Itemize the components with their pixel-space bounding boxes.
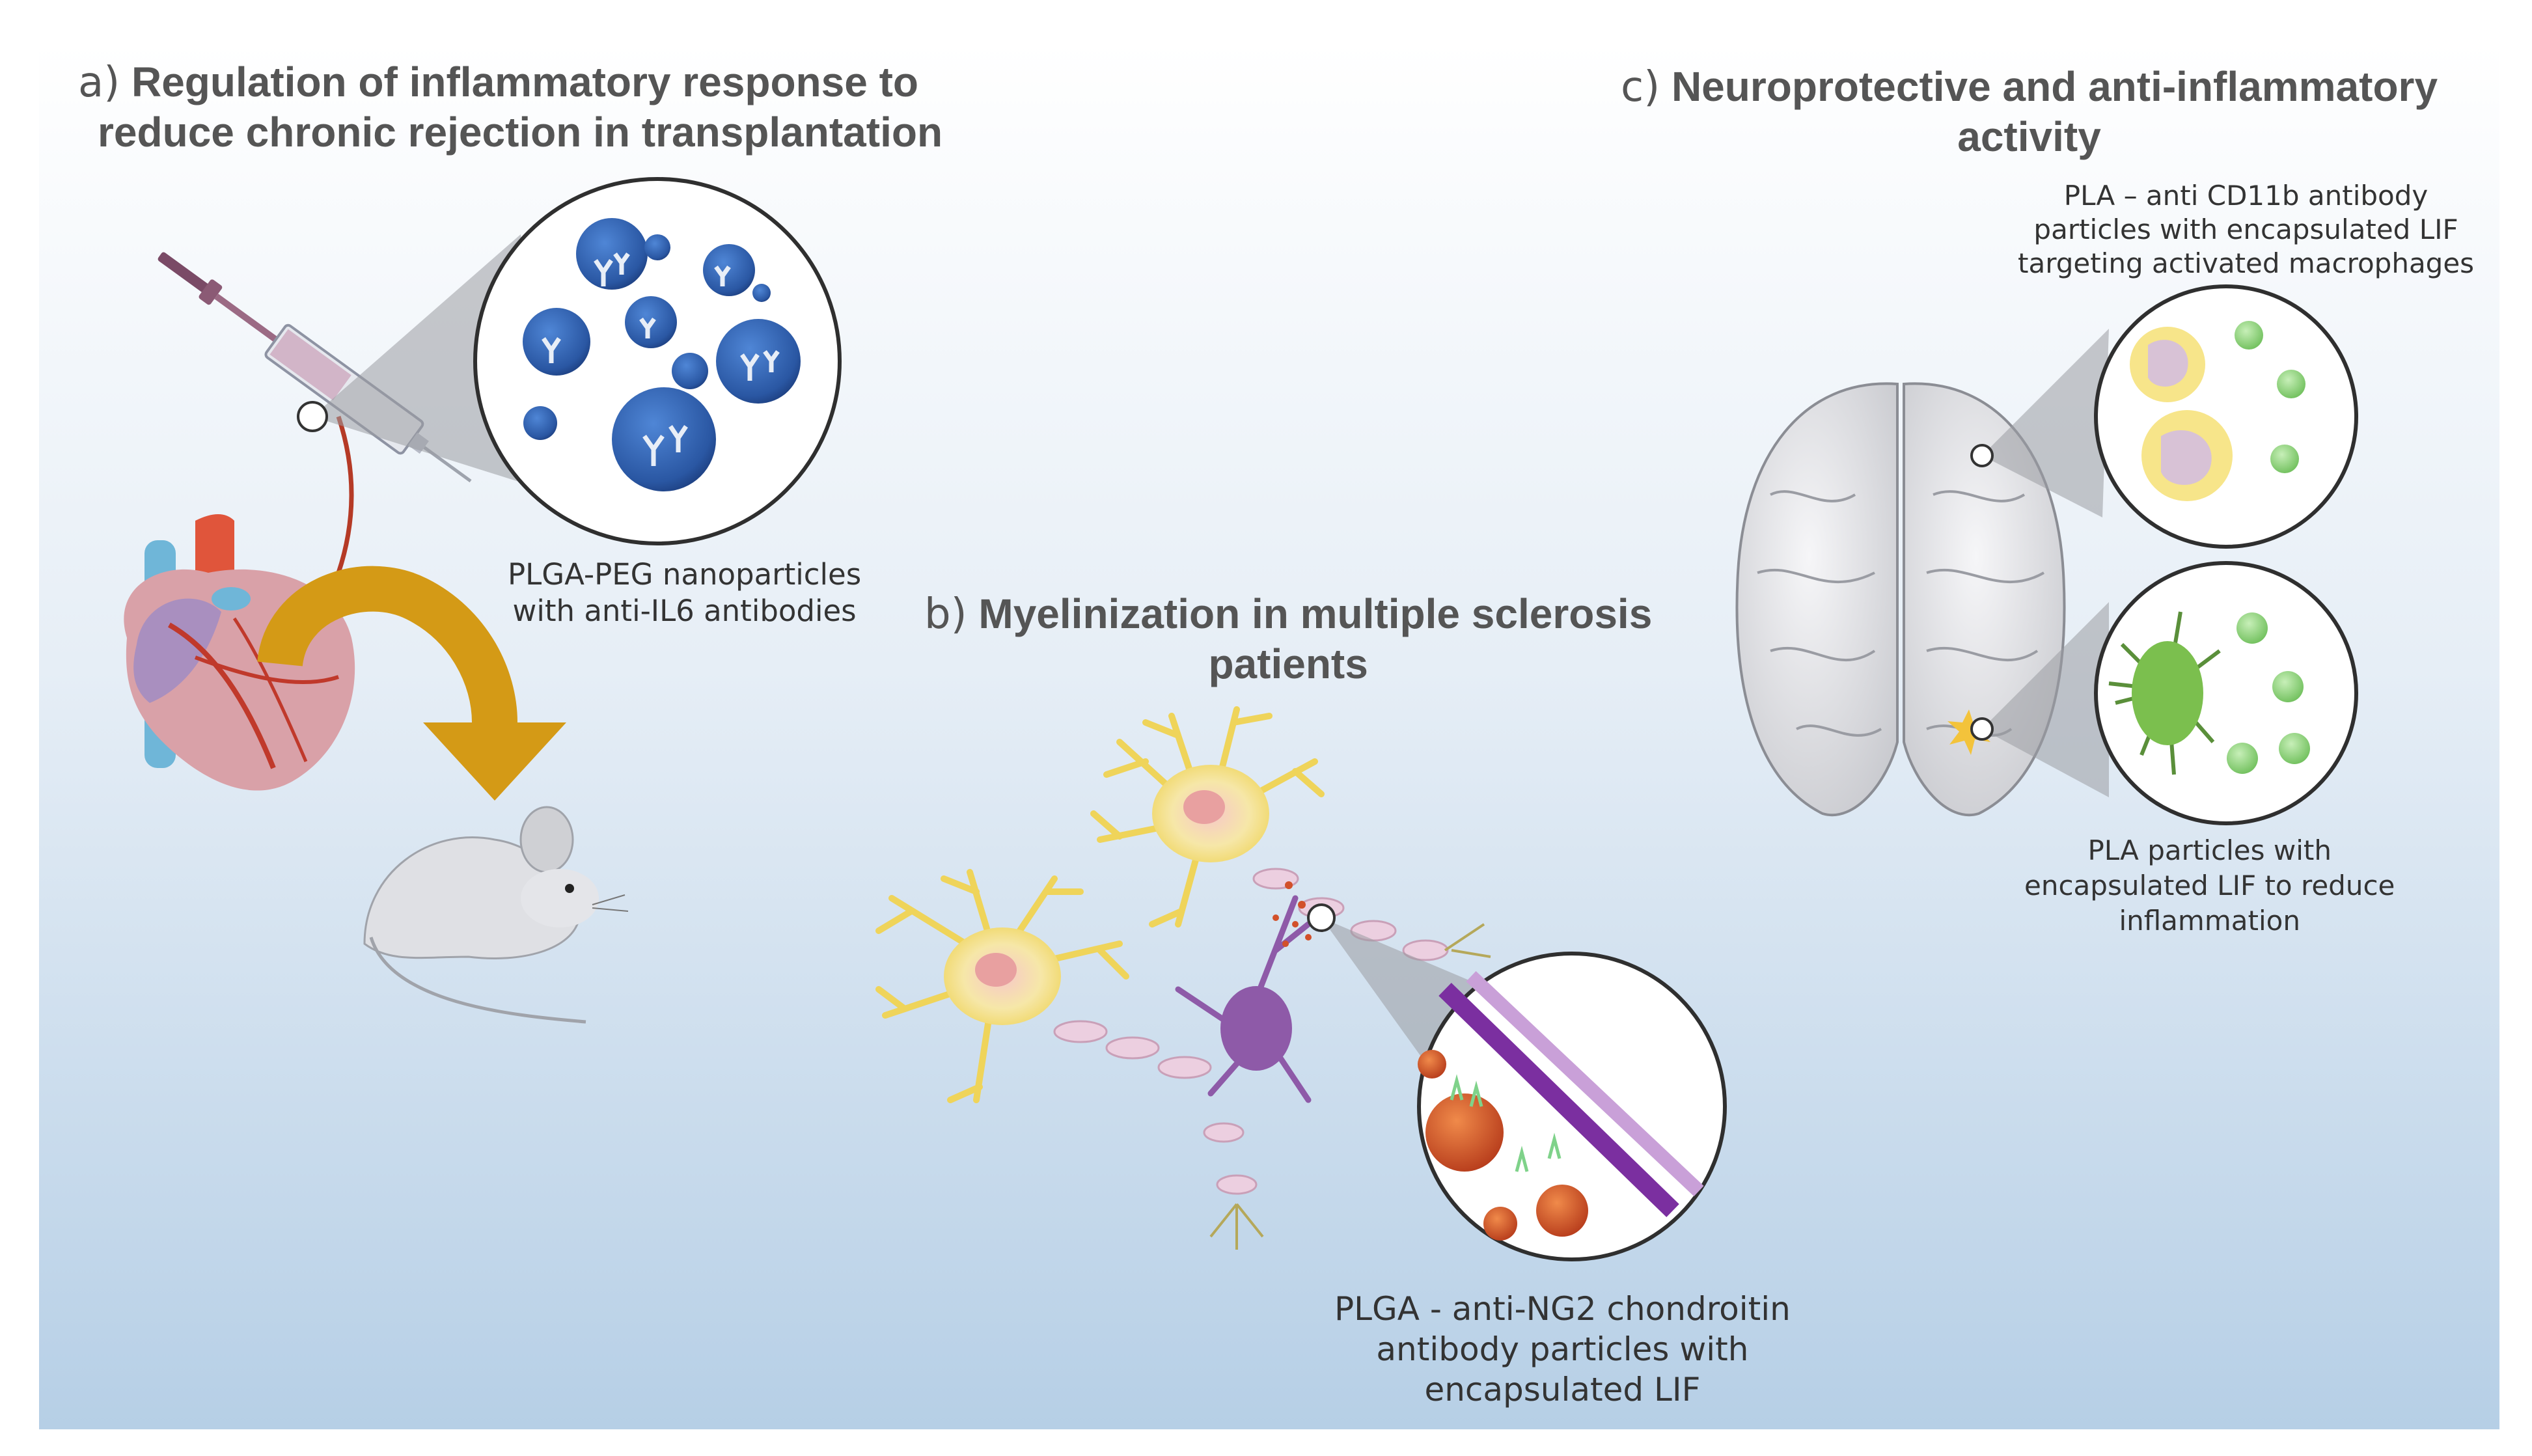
mouse-icon (363, 806, 629, 1024)
panel-a-title: a) Regulation of inflammatory response t… (78, 57, 943, 157)
nanoparticle-icon (2279, 733, 2310, 764)
inflammation-spark-icon (1947, 709, 1990, 755)
nanoparticle-icon (2270, 445, 2299, 473)
panel-a-caption-line-2: with anti-IL6 antibodies (512, 594, 857, 628)
transfer-arrow-icon (257, 566, 566, 801)
nanoparticle-icon (576, 218, 648, 290)
zoom-circle-microglia (2094, 561, 2358, 825)
panel-b-title-line-2: patients (1208, 640, 1368, 687)
neuron-icon (1090, 706, 1325, 927)
zoom-cone (1982, 329, 2109, 517)
nanoparticle-icon (612, 387, 716, 491)
panel-b-title-line-1: Myelinization in multiple sclerosis (978, 590, 1653, 637)
nanoparticle-icon (523, 406, 557, 440)
panel-a-caption: PLGA-PEG nanoparticles with anti-IL6 ant… (508, 556, 861, 629)
panel-c-title: c) Neuroprotective and anti-inflammatory… (1621, 62, 2438, 161)
nanoparticle-icon (2235, 321, 2263, 350)
panel-a-prefix: a) (78, 59, 120, 107)
panel-b-prefix: b) (924, 590, 967, 639)
panel-c-caption-bottom-line-3: inflammation (2119, 905, 2300, 937)
panel-c-caption-top-line-2: particles with encapsulated LIF (2033, 213, 2458, 245)
zoom-cone (1982, 602, 2109, 797)
panel-c-caption-bottom-line-1: PLA particles with (2087, 834, 2332, 866)
nanoparticle-icon (2277, 370, 2305, 398)
panel-a-caption-line-1: PLGA-PEG nanoparticles (508, 557, 862, 592)
nanoparticle-icon (672, 353, 708, 389)
panel-b-caption: PLGA - anti-NG2 chondroitin antibody par… (1334, 1289, 1791, 1410)
nanoparticle-icon (1536, 1185, 1588, 1237)
nanoparticle-icon (1418, 1050, 1446, 1078)
panel-b-caption-line-1: PLGA - anti-NG2 chondroitin (1334, 1290, 1791, 1328)
nanoparticle-icon (716, 319, 801, 404)
nanoparticle-icon (2272, 671, 2304, 702)
panel-c-title-line-2: activity (1957, 113, 2101, 160)
macrophage-icon (2130, 327, 2205, 402)
panel-c-caption-top: PLA – anti CD11b antibody particles with… (2018, 179, 2474, 281)
nanoparticle-icon (1483, 1207, 1517, 1241)
nanoparticle-icon (2227, 743, 2258, 774)
panel-a-title-line-1: Regulation of inflammatory response to (131, 59, 918, 105)
panel-c-title-line-1: Neuroprotective and anti-inflammatory (1671, 63, 2438, 110)
zoom-point (1970, 717, 1994, 741)
panel-b-caption-line-2: antibody particles with (1376, 1330, 1749, 1368)
nanoparticle-icon (752, 284, 771, 302)
zoom-point (1970, 444, 1994, 467)
nanoparticle-icon (2236, 612, 2268, 644)
panel-c-caption-top-line-1: PLA – anti CD11b antibody (2063, 180, 2429, 212)
brain-icon (1735, 382, 2066, 816)
panel-b-title: b) Myelinization in multiple sclerosis p… (924, 589, 1652, 689)
macrophage-icon (2141, 410, 2233, 501)
panel-c-caption-top-line-3: targeting activated macrophages (2018, 247, 2475, 279)
panel-c-prefix: c) (1621, 63, 1660, 111)
antibody-icon (542, 252, 780, 466)
zoom-circle-macrophages (2094, 284, 2358, 549)
neuron-icon (875, 869, 1129, 1103)
panel-c-caption-bottom: PLA particles with encapsulated LIF to r… (2024, 833, 2395, 939)
panel-c-illustration (1735, 284, 2358, 825)
zoom-point (1307, 903, 1336, 932)
panel-b-illustration (875, 706, 1727, 1261)
zoom-circle-myelin (1417, 952, 1727, 1261)
panel-b-caption-line-3: encapsulated LIF (1424, 1371, 1701, 1408)
panel-c-caption-bottom-line-2: encapsulated LIF to reduce (2024, 870, 2395, 901)
nanoparticle-icon (1425, 1093, 1504, 1172)
oligodendrocyte-body (1220, 986, 1292, 1071)
nanoparticle-icon (644, 234, 670, 260)
zoom-point (297, 401, 328, 432)
zoom-circle-nanoparticles (473, 177, 842, 545)
panel-a-title-line-2: reduce chronic rejection in transplantat… (98, 109, 943, 156)
panel-a-illustration (124, 177, 842, 1024)
